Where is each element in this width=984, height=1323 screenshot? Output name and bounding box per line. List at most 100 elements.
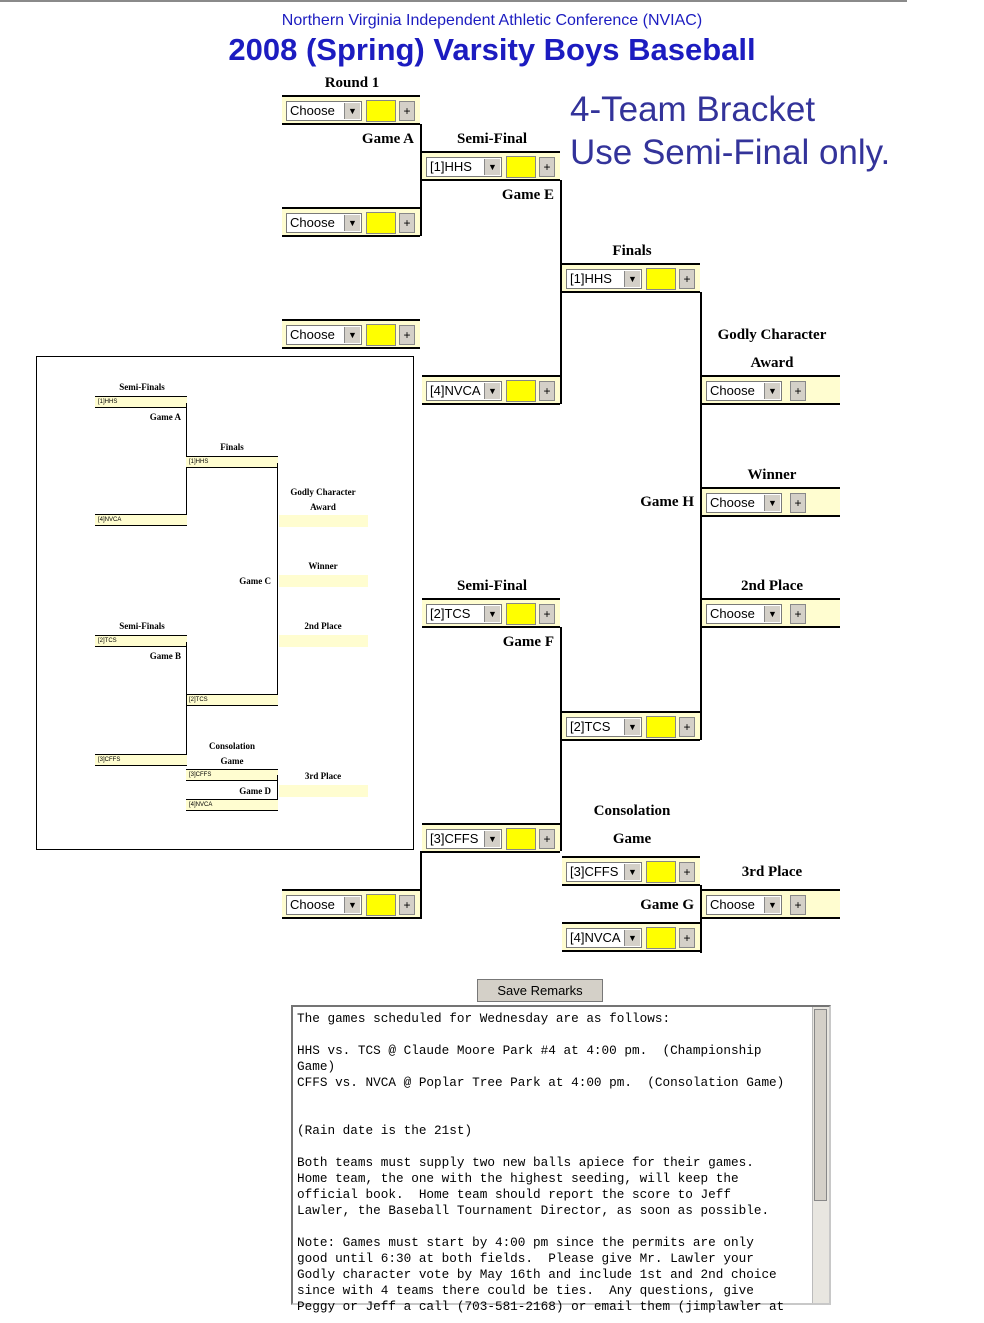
team-select[interactable]: Choose▼ [286, 325, 362, 345]
consolation-game-label: Game [612, 831, 652, 847]
inset-slot-second [279, 635, 368, 647]
score-input[interactable] [366, 100, 396, 122]
team-select[interactable]: [2]TCS▼ [426, 604, 502, 624]
inset-connector-b [186, 642, 187, 760]
score-input[interactable] [506, 156, 536, 178]
score-input[interactable] [506, 380, 536, 402]
inset-slot-s4: [3]CFFS [95, 754, 187, 766]
team-select[interactable]: Choose▼ [706, 493, 782, 513]
plus-button[interactable]: + [399, 213, 415, 233]
chevron-down-icon[interactable]: ▼ [344, 897, 360, 913]
godly-character-label: Godly Character [717, 327, 827, 343]
chevron-down-icon[interactable]: ▼ [764, 383, 780, 399]
scrollbar-thumb[interactable] [814, 1009, 827, 1201]
inset-slot-f2: [2]TCS [186, 694, 278, 706]
chevron-down-icon[interactable]: ▼ [484, 383, 500, 399]
team-select[interactable]: [1]HHS▼ [426, 157, 502, 177]
inset-slot-s1: [1]HHS [95, 396, 187, 408]
team-select[interactable]: Choose▼ [706, 895, 782, 915]
team-select[interactable]: Choose▼ [706, 381, 782, 401]
chevron-down-icon[interactable]: ▼ [484, 831, 500, 847]
inset-award: Award [310, 502, 336, 512]
plus-button[interactable]: + [790, 493, 806, 513]
chevron-down-icon[interactable]: ▼ [484, 159, 500, 175]
game-h-label: Game H [640, 494, 694, 510]
score-input[interactable] [646, 861, 676, 883]
vertical-scrollbar[interactable] [812, 1007, 829, 1303]
inset-winner: Winner [308, 561, 338, 571]
team-select[interactable]: Choose▼ [286, 101, 362, 121]
plus-button[interactable]: + [399, 101, 415, 121]
team-select[interactable]: [4]NVCA▼ [566, 928, 642, 948]
team-select[interactable]: Choose▼ [286, 895, 362, 915]
plus-button[interactable]: + [539, 157, 555, 177]
inset-consolation-game: Game [220, 756, 244, 766]
slot-semi-2: [4]NVCA▼ + [422, 375, 560, 405]
score-input[interactable] [366, 894, 396, 916]
plus-button[interactable]: + [679, 928, 695, 948]
team-select[interactable]: Choose▼ [286, 213, 362, 233]
finals-label: Finals [612, 243, 652, 259]
plus-button[interactable]: + [399, 325, 415, 345]
inset-slot-third [279, 785, 368, 797]
team-select[interactable]: [3]CFFS▼ [566, 862, 642, 882]
team-select[interactable]: [3]CFFS▼ [426, 829, 502, 849]
plus-button[interactable]: + [679, 269, 695, 289]
score-input[interactable] [646, 268, 676, 290]
inset-slot-f1: [1]HHS [186, 456, 278, 468]
plus-button[interactable]: + [539, 829, 555, 849]
plus-button[interactable]: + [679, 717, 695, 737]
plus-button[interactable]: + [790, 604, 806, 624]
third-place-label: 3rd Place [741, 864, 803, 880]
slot-winner: Choose▼ + [702, 487, 840, 517]
plus-button[interactable]: + [539, 604, 555, 624]
slot-round1-2: Choose▼ + [282, 207, 420, 237]
semi-final-bottom-label: Semi-Final [457, 578, 527, 594]
inset-semi-finals-2: Semi-Finals [119, 621, 165, 631]
score-input[interactable] [506, 828, 536, 850]
chevron-down-icon[interactable]: ▼ [764, 495, 780, 511]
score-input[interactable] [646, 927, 676, 949]
connector-game-g [700, 885, 702, 953]
connector-game-a [420, 124, 422, 236]
chevron-down-icon[interactable]: ▼ [624, 864, 640, 880]
team-select[interactable]: [4]NVCA▼ [426, 381, 502, 401]
score-input[interactable] [366, 324, 396, 346]
chevron-down-icon[interactable]: ▼ [624, 930, 640, 946]
chevron-down-icon[interactable]: ▼ [344, 327, 360, 343]
score-input[interactable] [366, 212, 396, 234]
slot-round1-last: Choose▼ + [282, 889, 420, 919]
remarks-textarea[interactable]: The games scheduled for Wednesday are as… [291, 1005, 831, 1314]
round1-label: Round 1 [324, 75, 380, 91]
plus-button[interactable]: + [790, 381, 806, 401]
plus-button[interactable]: + [679, 862, 695, 882]
save-remarks-button[interactable]: Save Remarks [477, 979, 603, 1002]
chevron-down-icon[interactable]: ▼ [764, 606, 780, 622]
inset-game-c: Game C [239, 576, 271, 586]
team-select[interactable]: [1]HHS▼ [566, 269, 642, 289]
slot-second-place: Choose▼ + [702, 598, 840, 628]
slot-semi-3: [2]TCS▼ + [422, 598, 560, 628]
consolation-label: Consolation [593, 803, 671, 819]
score-input[interactable] [506, 603, 536, 625]
slot-consolation-1: [3]CFFS▼ + [562, 856, 700, 886]
chevron-down-icon[interactable]: ▼ [344, 215, 360, 231]
team-select[interactable]: Choose▼ [706, 604, 782, 624]
chevron-down-icon[interactable]: ▼ [484, 606, 500, 622]
inset-second: 2nd Place [304, 621, 342, 631]
chevron-down-icon[interactable]: ▼ [624, 271, 640, 287]
winner-label: Winner [747, 467, 797, 483]
game-g-label: Game G [640, 897, 694, 913]
inset-game-a: Game A [149, 412, 181, 422]
chevron-down-icon[interactable]: ▼ [624, 719, 640, 735]
slot-third-place: Choose▼ + [702, 889, 840, 919]
score-input[interactable] [646, 716, 676, 738]
inset-third: 3rd Place [304, 771, 342, 781]
chevron-down-icon[interactable]: ▼ [344, 103, 360, 119]
plus-button[interactable]: + [539, 381, 555, 401]
slot-round1-1: Choose▼ + [282, 95, 420, 125]
team-select[interactable]: [2]TCS▼ [566, 717, 642, 737]
plus-button[interactable]: + [790, 895, 806, 915]
plus-button[interactable]: + [399, 895, 415, 915]
chevron-down-icon[interactable]: ▼ [764, 897, 780, 913]
